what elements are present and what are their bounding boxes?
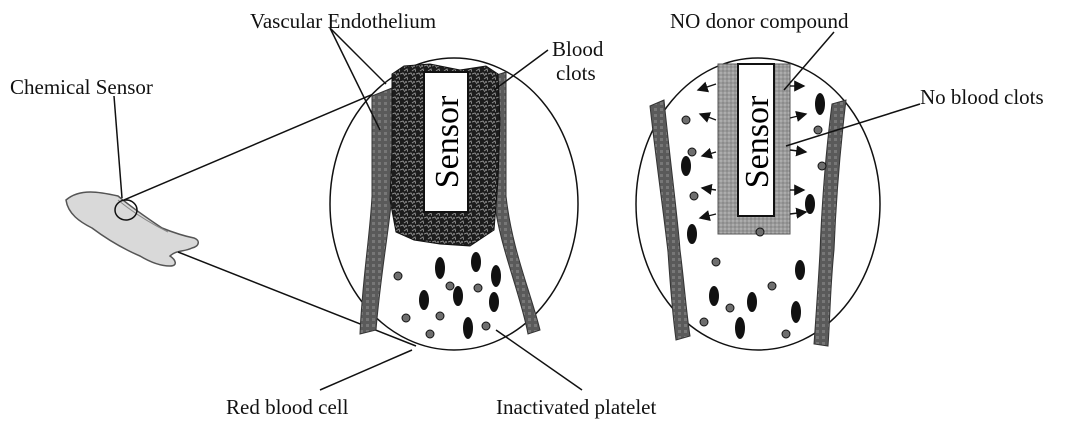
label-red-blood-cell: Red blood cell [226,395,349,419]
arm-illustration [66,192,198,266]
label-blood-clots-1: Blood [552,37,604,61]
label-chemical-sensor: Chemical Sensor [10,75,153,99]
sensor-right-label: Sensor [739,95,776,188]
left-magnified-view: Sensor [330,58,578,350]
sensor-left-label: Sensor [429,95,466,188]
label-no-blood-clots: No blood clots [920,85,1044,109]
right-magnified-view: Sensor [636,58,880,350]
label-vascular-endothelium: Vascular Endothelium [250,9,436,33]
label-blood-clots-2: clots [556,61,596,85]
label-inactivated-platelet: Inactivated platelet [496,395,656,419]
label-no-donor-compound: NO donor compound [670,9,849,33]
